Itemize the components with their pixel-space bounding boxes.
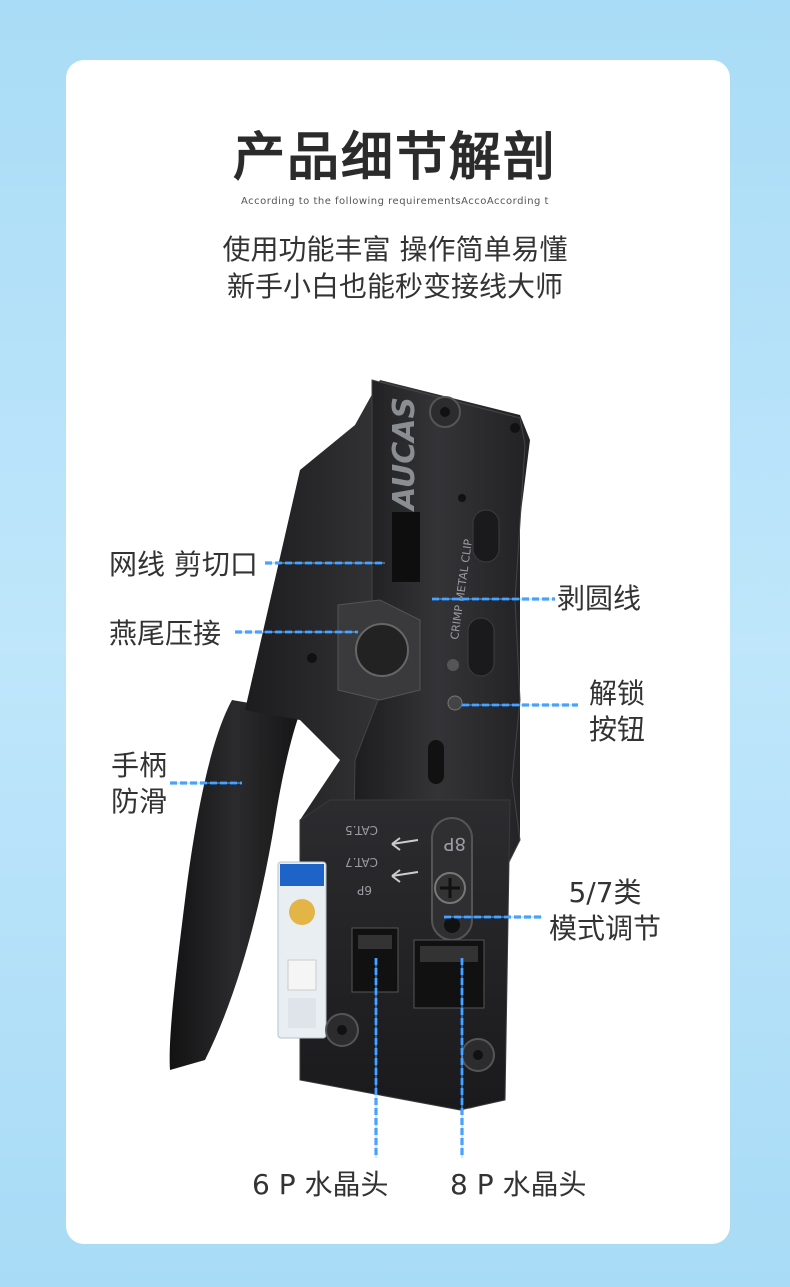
label-cable-cutter: 网线 剪切口 (109, 548, 258, 581)
label-mode-line1: 5/7类 (568, 876, 642, 909)
product-sticker (277, 861, 327, 1039)
label-crystal-6p: 6 P 水晶头 (252, 1168, 389, 1201)
8p-marking: 8P (444, 833, 466, 854)
tagline-line-2: 新手小白也能秒变接线大师 (226, 270, 563, 303)
label-unlock-line2: 按钮 (589, 713, 646, 746)
brand-logo-text: AUCAS (387, 397, 422, 512)
tagline-line-1: 使用功能丰富 操作简单易懂 (222, 233, 568, 266)
label-mode-line2: 模式调节 (548, 912, 661, 945)
handle-grip (169, 700, 300, 1070)
label-strip-round: 剥圆线 (557, 582, 642, 615)
label-handle-line1: 手柄 (111, 749, 168, 782)
label-unlock-line1: 解锁 (589, 677, 646, 710)
label-crystal-8p: 8 P 水晶头 (450, 1168, 587, 1201)
cat7-marking: CAT.7 (345, 855, 378, 869)
cutter-slot (392, 512, 420, 582)
cat5-marking: CAT.5 (345, 823, 378, 837)
label-dovetail-crimp: 燕尾压接 (109, 617, 222, 650)
page-title: 产品细节解剖 (232, 128, 557, 188)
english-subtitle: According to the following requirementsA… (241, 196, 549, 207)
label-handle-line2: 防滑 (111, 785, 168, 818)
6p-marking: 6P (357, 883, 372, 897)
